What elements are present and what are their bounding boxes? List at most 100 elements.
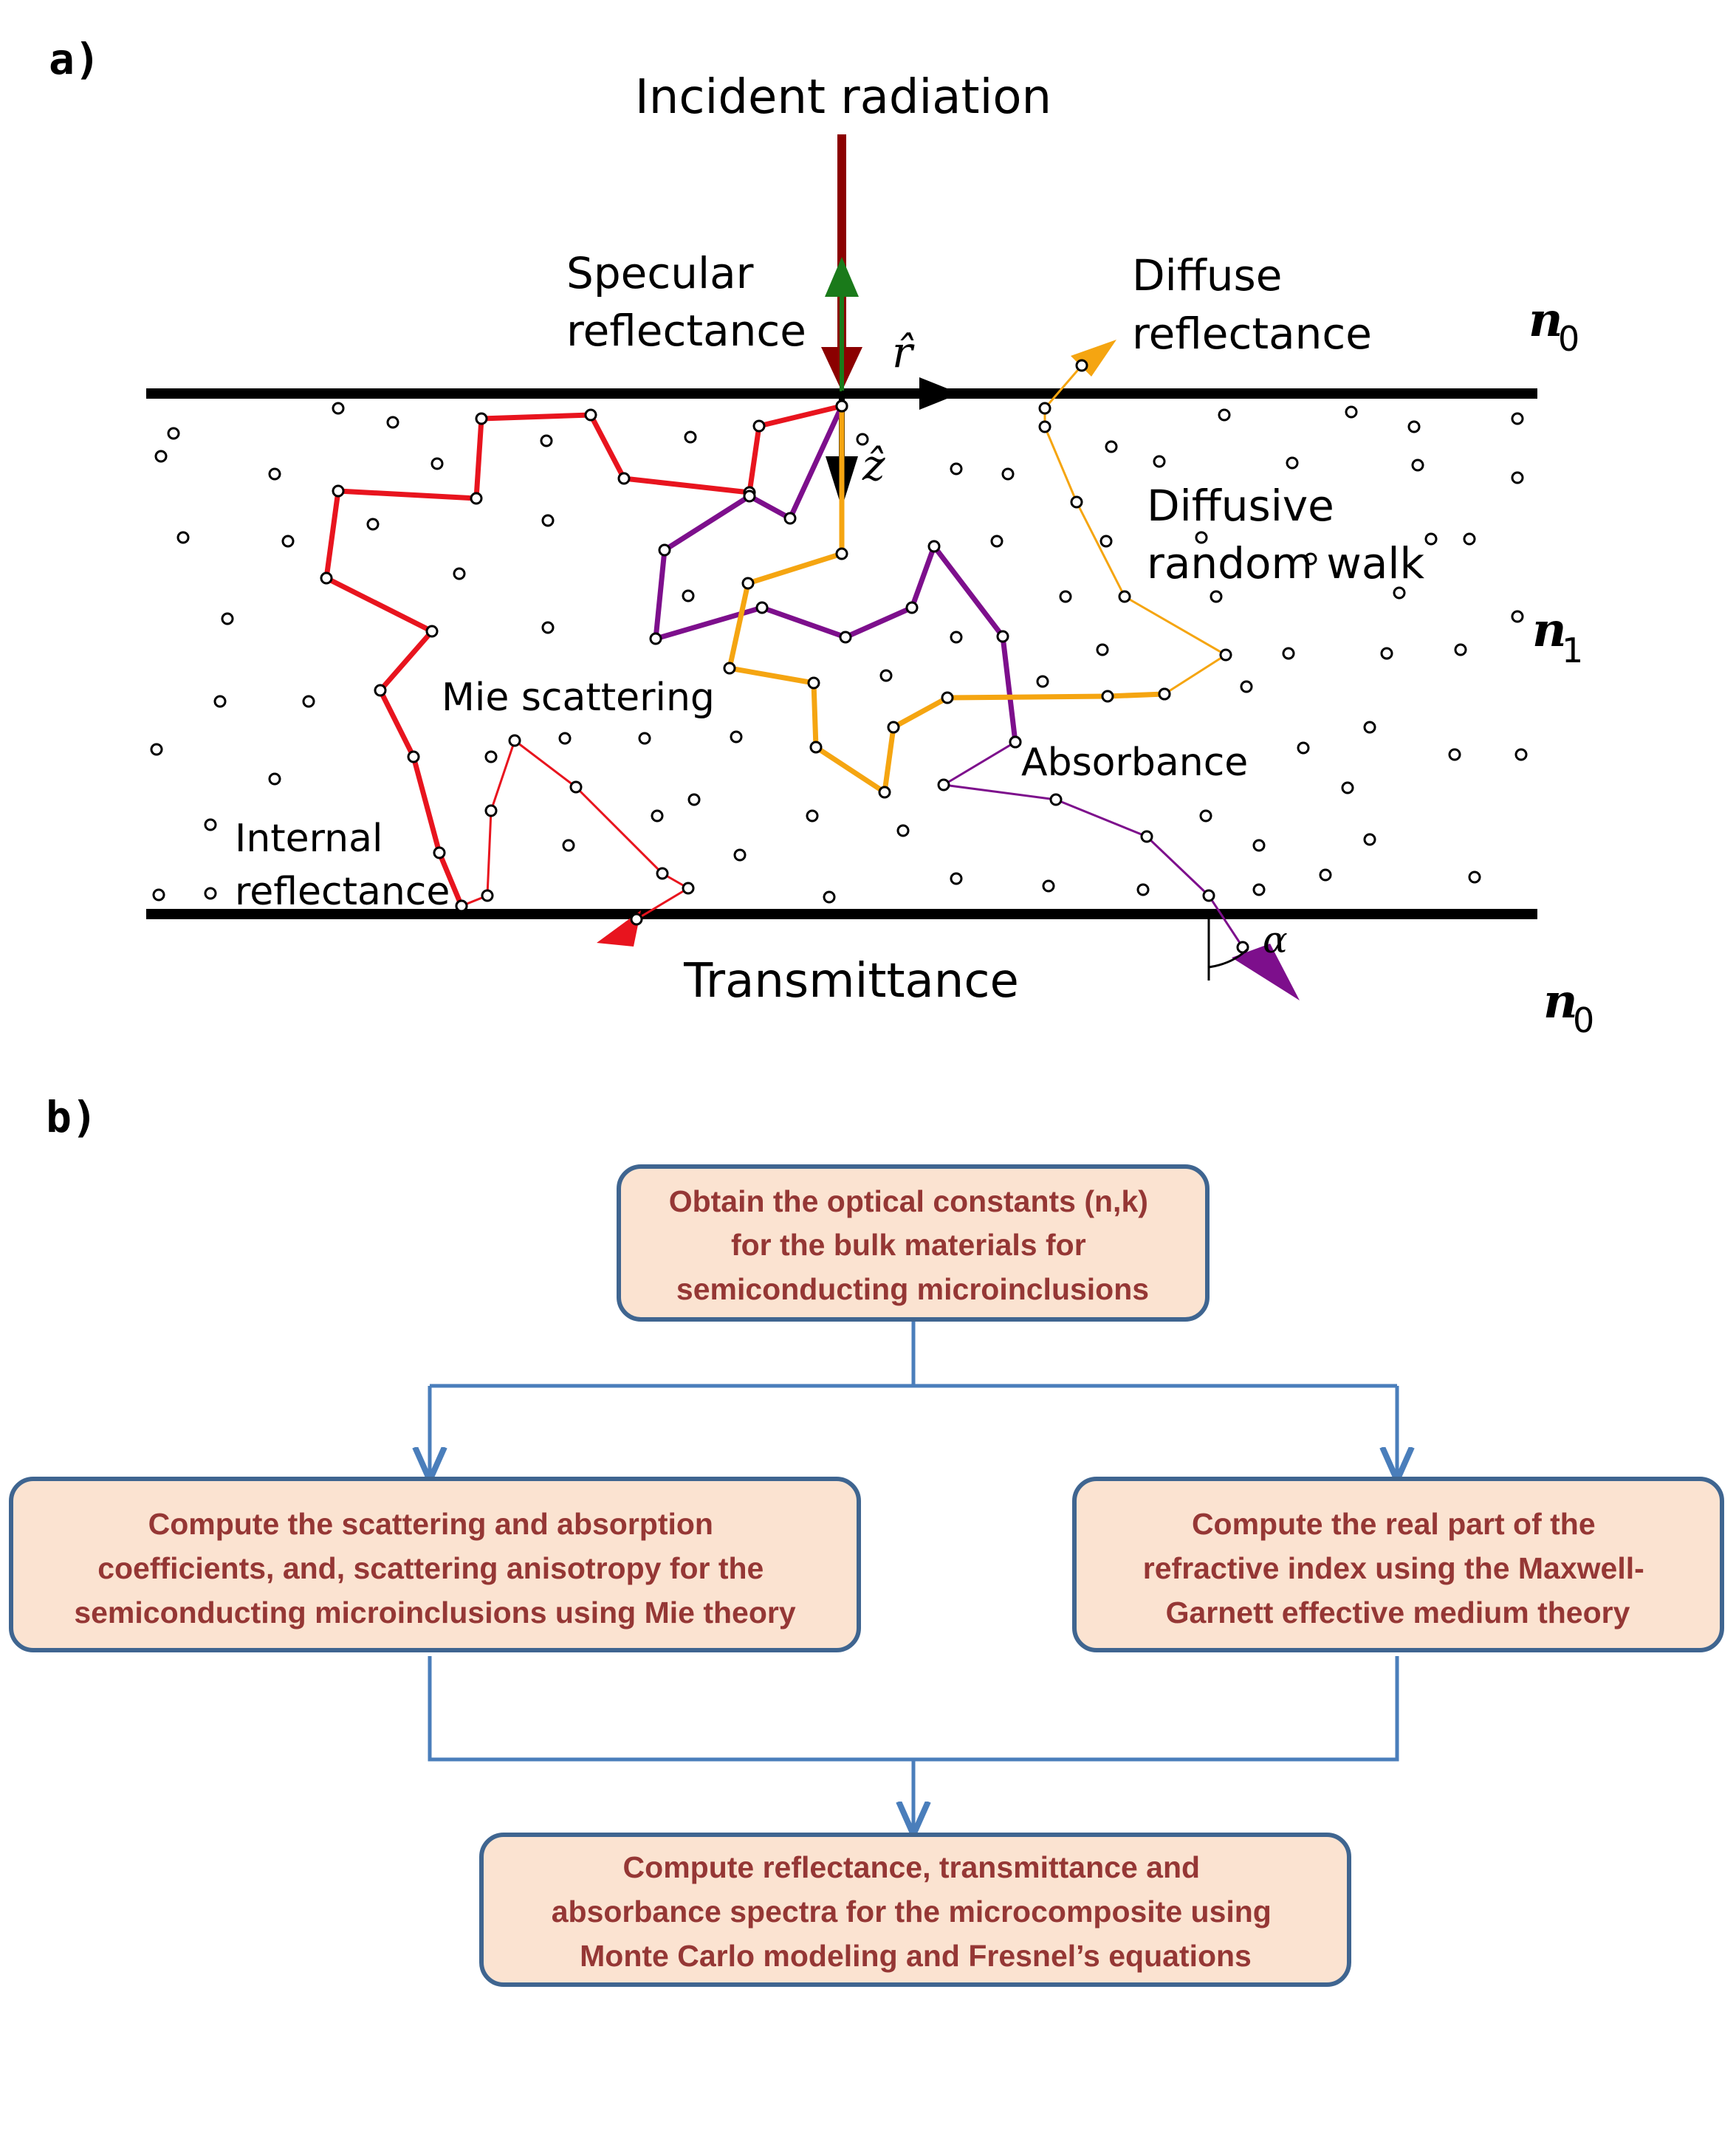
right-line-2: refractive index using the Maxwell-	[1143, 1551, 1644, 1585]
scattering-event	[1070, 495, 1083, 509]
particle	[386, 416, 399, 429]
diffusive-random-walk-label: Diffusive random walk	[1147, 481, 1424, 588]
scattering-event	[723, 662, 736, 675]
scattering-event	[1038, 420, 1051, 433]
panel-a: a) Incident radiation r̂ ẑ	[49, 34, 1594, 1040]
flowchart-box-right-rect	[1072, 1477, 1724, 1652]
z-hat-label: ẑ	[862, 440, 885, 490]
particle	[684, 430, 697, 444]
transmittance-red-arrowhead	[597, 910, 641, 947]
r-hat-label: r̂	[892, 327, 915, 377]
scattering-event	[1202, 889, 1215, 902]
n0-bottom-sub: 0	[1573, 1000, 1594, 1040]
particle	[1304, 552, 1317, 566]
particle	[1153, 455, 1166, 468]
scattering-event	[1009, 735, 1022, 749]
particle	[281, 535, 295, 548]
n0-bottom-label: n 0	[1543, 974, 1594, 1040]
particle	[541, 514, 555, 527]
left-line-2: coefficients, and, scattering anisotropy…	[97, 1551, 764, 1585]
specular-line-1: Specular	[566, 248, 754, 298]
particle	[484, 750, 498, 763]
n0-bottom-base: n	[1543, 974, 1578, 1029]
internal-line-2: reflectance	[235, 870, 450, 914]
particle	[1514, 748, 1528, 761]
n0-top-label: n 0	[1529, 292, 1579, 359]
scattering-event	[941, 691, 954, 704]
scattering-event	[1038, 402, 1051, 415]
flowchart-box-bottom-rect	[479, 1833, 1351, 1987]
particle	[268, 467, 281, 481]
flowchart-box-bottom: Compute reflectance, transmittance and a…	[479, 1833, 1351, 1987]
scattering-event	[1101, 690, 1114, 703]
mie-scattering-label: Mie scattering	[442, 676, 715, 720]
particle	[1240, 680, 1253, 693]
scattering-event	[569, 780, 583, 794]
diffusive-line-2: random walk	[1147, 538, 1424, 588]
flowchart-box-left-text: Compute the scattering and absorption co…	[74, 1507, 796, 1630]
alpha-label: α	[1263, 918, 1288, 961]
specular-arrowhead	[825, 257, 859, 297]
particle	[1380, 647, 1393, 660]
incident-radiation-label: Incident radiation	[635, 70, 1051, 125]
transmittance-purple-arrowhead	[1232, 944, 1300, 1000]
particle	[1407, 420, 1421, 433]
left-line-3: semiconducting microinclusions using Mie…	[74, 1596, 796, 1630]
r-hat-arrowhead	[919, 377, 960, 410]
particle	[1096, 643, 1109, 656]
particle	[1454, 643, 1467, 656]
particle	[204, 818, 217, 831]
transmittance-label: Transmittance	[683, 954, 1019, 1009]
scattering-event	[937, 778, 950, 791]
scattering-event	[508, 734, 521, 747]
particle	[733, 848, 747, 862]
particle	[1252, 883, 1266, 896]
particle	[1218, 408, 1231, 422]
particle	[1199, 809, 1212, 823]
particle	[682, 589, 695, 602]
top-line-3: semiconducting microinclusions	[676, 1272, 1149, 1306]
scattering-event	[755, 601, 769, 614]
n1-base: n	[1532, 602, 1567, 658]
particle	[730, 730, 743, 744]
particle	[1252, 839, 1266, 852]
flowchart-box-bottom-text: Compute reflectance, transmittance and a…	[552, 1850, 1280, 1973]
top-line-1: Obtain the optical constants (n,k)	[669, 1184, 1148, 1218]
particle	[950, 872, 963, 885]
particle	[950, 462, 963, 475]
specular-reflectance-label: Specular reflectance	[566, 248, 806, 356]
n0-top-sub: 0	[1558, 319, 1579, 359]
particle	[176, 531, 190, 544]
diffusive-line-1: Diffusive	[1147, 481, 1334, 531]
particle	[1001, 467, 1015, 481]
n1-sub: 1	[1562, 631, 1583, 670]
flowchart-box-top-rect	[617, 1164, 1210, 1322]
purple-random-walk-thin	[942, 741, 1244, 948]
scattering-event	[835, 547, 848, 560]
right-line-1: Compute the real part of the	[1192, 1507, 1596, 1541]
panel-a-label: a)	[49, 34, 100, 84]
particle	[1099, 535, 1113, 548]
scattering-particles	[150, 402, 1528, 904]
particle	[1059, 590, 1072, 603]
scattering-event	[484, 804, 498, 817]
diffuse-line-2: reflectance	[1132, 309, 1372, 359]
scattering-event	[783, 512, 797, 525]
scattering-event	[1118, 590, 1131, 603]
particle	[1411, 459, 1424, 472]
orange-random-walk-thick	[727, 406, 1165, 795]
particle	[1195, 531, 1208, 544]
scattering-event	[481, 889, 494, 902]
particle	[879, 669, 893, 682]
particle	[453, 567, 466, 580]
scattering-event	[332, 484, 345, 498]
right-line-3: Garnett effective medium theory	[1166, 1596, 1630, 1630]
scattering-event	[658, 543, 671, 557]
scattering-events	[320, 359, 1249, 954]
particle	[332, 402, 345, 415]
scattering-event	[1158, 687, 1171, 701]
alpha-arc	[1208, 947, 1249, 969]
particle	[221, 612, 234, 625]
particle	[302, 695, 315, 708]
flowchart-box-left-rect	[9, 1477, 861, 1652]
